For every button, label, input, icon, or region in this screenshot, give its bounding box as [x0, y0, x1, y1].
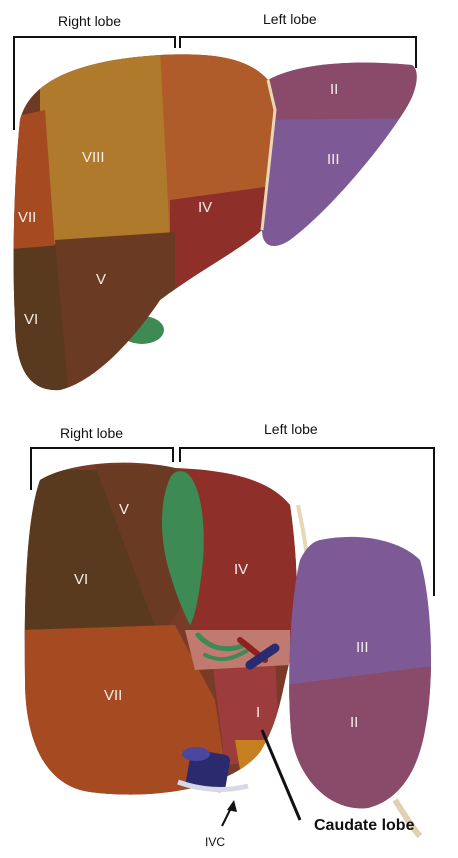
segment-vii-label-bottom: VII	[104, 687, 122, 704]
caudate-lobe-label: Caudate lobe	[314, 817, 415, 834]
right-lobe-top	[0, 40, 290, 410]
segment-v-label-bottom: V	[119, 501, 129, 518]
segment-ii-region-top	[255, 55, 425, 120]
ivc-label: IVC	[205, 835, 225, 849]
left-lobe-label-top: Left lobe	[263, 11, 317, 27]
left-lobe-label-bottom: Left lobe	[264, 421, 318, 437]
left-lobe-top	[255, 55, 425, 255]
segment-viii-label-top: VIII	[82, 149, 105, 166]
segment-ii-label-top: II	[330, 81, 338, 98]
segment-ii-label-bottom: II	[350, 714, 358, 731]
segment-v-label-top: V	[96, 271, 106, 288]
top-view: Right lobe Left lobe II III IV V VI VII …	[0, 11, 425, 410]
caudate-process	[235, 740, 290, 770]
segment-iii-label-bottom: III	[356, 639, 369, 656]
right-lobe-label-top: Right lobe	[58, 13, 121, 29]
ivc-arrowhead	[227, 800, 237, 812]
segment-i-label-bottom: I	[256, 704, 260, 721]
segment-vi-label-top: VI	[24, 311, 38, 328]
segment-iv-region-bottom	[190, 470, 300, 640]
segment-vii-label-top: VII	[18, 209, 36, 226]
segment-iii-label-top: III	[327, 151, 340, 168]
segment-iv-label-top: IV	[198, 199, 212, 216]
segment-ii-region-bottom	[285, 665, 440, 815]
segment-vi-label-bottom: VI	[74, 571, 88, 588]
bottom-view: Right lobe Left lobe	[20, 421, 440, 849]
left-lobe-bottom	[285, 530, 440, 815]
right-lobe-label-bottom: Right lobe	[60, 425, 123, 441]
segment-viii-region-top	[40, 50, 180, 245]
segment-iv-label-bottom: IV	[234, 561, 248, 578]
